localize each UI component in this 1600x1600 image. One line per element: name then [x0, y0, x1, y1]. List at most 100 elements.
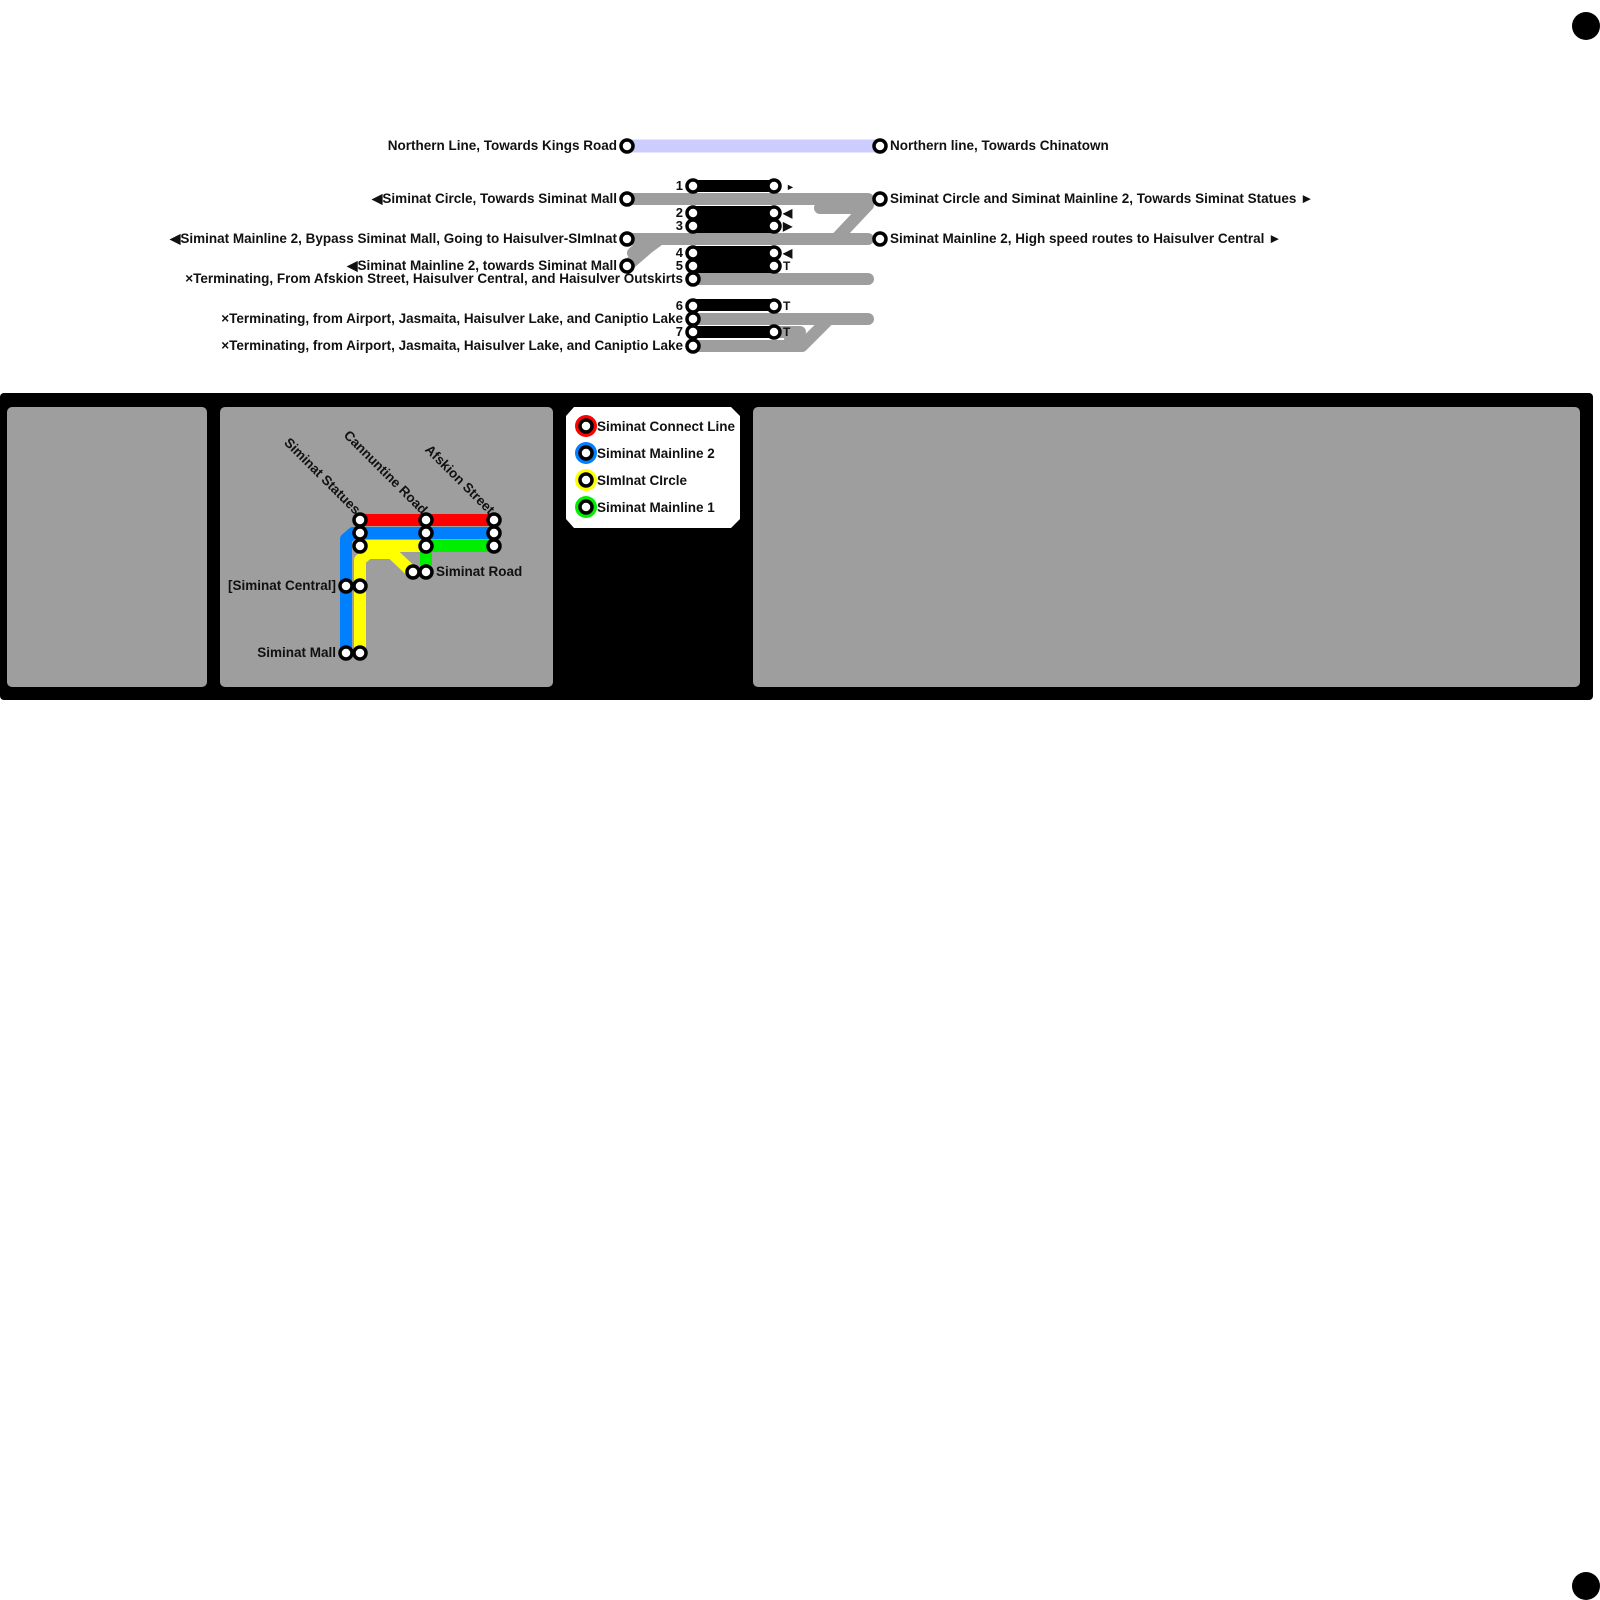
legend-box — [566, 407, 740, 528]
stn-road-ml1 — [418, 564, 434, 580]
platform-number-3: 3 — [676, 218, 683, 233]
stn-p4-b — [766, 245, 782, 261]
panel-empty-right — [753, 407, 1580, 687]
legend-item-mainline2: Siminat Mainline 2 — [575, 442, 715, 464]
platform-bar-7 — [693, 326, 774, 338]
stn-bypass-left — [619, 231, 635, 247]
stn-term-afskion — [685, 271, 701, 287]
platform-marker-7: T — [783, 325, 791, 339]
legend-item-connect: Siminat Connect Line — [575, 415, 736, 437]
stn-term-airport-2 — [685, 338, 701, 354]
track-terminating-3 — [687, 316, 832, 352]
platform-marker-4: ◀ — [782, 246, 793, 260]
platform-marker-2: ◀ — [782, 206, 793, 220]
stn-cannuntine-circle — [418, 538, 434, 554]
track-ml2-spur — [621, 233, 666, 272]
corner-dot-bottom — [1572, 1572, 1600, 1600]
platform-numbers: 1 2 3 4 5 6 7 — [676, 178, 684, 339]
platform-number-4: 4 — [676, 245, 684, 260]
stn-p2-a — [685, 205, 701, 221]
stn-term-airport-1 — [685, 311, 701, 327]
stn-afskion-ml2 — [486, 525, 502, 541]
track-terminating-3-inner — [774, 326, 806, 346]
corner-dot-top — [1572, 12, 1600, 40]
stn-cannuntine-connect — [418, 512, 434, 528]
platform-markers: ► ◀ ▶ ◀ T T T — [782, 182, 795, 339]
legend-station-icon — [578, 472, 594, 488]
legend-station-icon — [578, 445, 594, 461]
stn-central-circle — [352, 578, 368, 594]
label-circle-mall: ◀Siminat Circle, Towards Siminat Mall — [371, 191, 617, 206]
platform-marker-6: T — [783, 299, 791, 313]
platform-bar-6 — [693, 299, 774, 311]
stn-p3-b — [766, 218, 782, 234]
grey-tracks — [621, 193, 874, 352]
platform-number-7: 7 — [676, 324, 683, 339]
label-station-road: Siminat Road — [436, 564, 522, 579]
stn-mall-circle — [352, 645, 368, 661]
label-term-airport-1: ×Terminating, from Airport, Jasmaita, Ha… — [221, 311, 683, 326]
stn-northern-left — [619, 138, 635, 154]
stn-road-circle — [405, 564, 421, 580]
platform-marker-5: T — [783, 259, 791, 273]
stn-p2-b — [766, 205, 782, 221]
platform-marker-1: ► — [786, 182, 795, 192]
stn-statues-connect — [352, 512, 368, 528]
right-labels: Northern line, Towards Chinatown Siminat… — [890, 138, 1313, 246]
stn-central-ml2 — [338, 578, 354, 594]
stn-circle-left — [619, 191, 635, 207]
label-term-afskion: ×Terminating, From Afskion Street, Haisu… — [185, 271, 683, 286]
stn-mall-ml2 — [338, 645, 354, 661]
stn-p6-b — [766, 298, 782, 314]
stn-statues-ml2 — [352, 525, 368, 541]
stn-p7-a — [685, 324, 701, 340]
legend-label-circle: SImInat CIrcle — [597, 473, 688, 488]
legend-label-mainline2: Siminat Mainline 2 — [597, 446, 715, 461]
label-station-mall: Siminat Mall — [257, 645, 336, 660]
left-labels: Northern Line, Towards Kings Road ◀Simin… — [169, 138, 683, 353]
stn-statues-circle — [352, 538, 368, 554]
label-statues: Siminat Circle and Siminat Mainline 2, T… — [890, 191, 1313, 206]
stn-cannuntine-ml2 — [418, 525, 434, 541]
label-term-airport-2: ×Terminating, from Airport, Jasmaita, Ha… — [221, 338, 683, 353]
stn-northern-right — [872, 138, 888, 154]
label-station-central: [Siminat Central] — [228, 578, 336, 593]
stn-p1-a — [685, 178, 701, 194]
label-northern-kings: Northern Line, Towards Kings Road — [388, 138, 617, 153]
track-spur-inner — [627, 236, 651, 259]
legend-station-icon — [578, 418, 594, 434]
label-ml2-mall: ◀Siminat Mainline 2, towards Siminat Mal… — [346, 258, 617, 273]
stn-haisulver-right — [872, 231, 888, 247]
legend-item-circle: SImInat CIrcle — [575, 469, 688, 491]
platform-bar-2-3 — [693, 206, 774, 233]
legend-item-mainline1: Siminat Mainline 1 — [575, 496, 715, 518]
stn-p6-a — [685, 298, 701, 314]
stn-statues-right — [872, 191, 888, 207]
stn-afskion-connect — [486, 512, 502, 528]
stn-p3-a — [685, 218, 701, 234]
panel-empty-left — [7, 407, 207, 687]
legend-station-icon — [578, 499, 594, 515]
label-northern-chinatown: Northern line, Towards Chinatown — [890, 138, 1109, 153]
platform-bar-4-5 — [693, 246, 774, 273]
stn-p4-a — [685, 245, 701, 261]
map-panel: Siminat Statues Cannuntine Road Afskion … — [0, 393, 1593, 700]
stn-p7-b — [766, 324, 782, 340]
stn-p5-b — [766, 258, 782, 274]
track-layout: Northern Line, Towards Kings Road ◀Simin… — [169, 138, 1313, 354]
platform-bar-1 — [693, 180, 774, 192]
legend-label-mainline1: Siminat Mainline 1 — [597, 500, 715, 515]
legend: Siminat Connect Line Siminat Mainline 2 … — [575, 415, 736, 518]
stn-afskion-ml1 — [486, 538, 502, 554]
platform-number-5: 5 — [676, 258, 683, 273]
platform-number-6: 6 — [676, 298, 683, 313]
label-bypass: ◀Siminat Mainline 2, Bypass Siminat Mall… — [169, 231, 617, 246]
stn-p5-a — [685, 258, 701, 274]
platform-number-2: 2 — [676, 205, 683, 220]
label-haisulver: Siminat Mainline 2, High speed routes to… — [890, 231, 1281, 246]
platform-bars — [693, 180, 774, 338]
platform-number-1: 1 — [676, 178, 683, 193]
legend-label-connect: Siminat Connect Line — [597, 419, 736, 434]
stn-p1-b — [766, 178, 782, 194]
